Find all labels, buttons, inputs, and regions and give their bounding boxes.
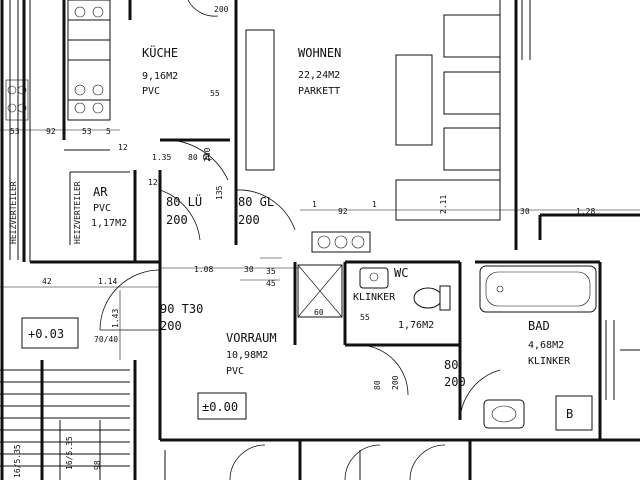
room-floor: KLINKER [353, 292, 396, 303]
dimension: 55 [360, 313, 370, 322]
stair-area: 16/5.35 16/5.35 [0, 0, 137, 480]
door-width: 80 GL [188, 153, 212, 162]
room-area: 1,17M2 [91, 218, 127, 229]
doors: 80 GL 200 80 LÜ 200 80 GL 200 90 T30 200… [99, 139, 501, 480]
dimension: 1.28 [576, 207, 595, 216]
door-height: 200 [166, 213, 188, 227]
room-area: 1,76M2 [398, 320, 434, 331]
room-name: AR [93, 185, 108, 199]
room-floor: KLINKER [528, 356, 571, 367]
door-width: 80 GL [238, 195, 274, 209]
level-marker: +0.03 [28, 327, 64, 341]
bathroom: B BAD 4,68M2 KLINKER [479, 265, 640, 431]
room-area: 10,98M2 [226, 350, 268, 361]
dimension: 12 [148, 178, 158, 187]
door-height: 200 [444, 375, 466, 389]
stair-label: 16/5.35 [65, 436, 74, 470]
dimension: 5 [106, 127, 111, 136]
dimension: 1 [372, 200, 377, 209]
dimension: 45 [266, 279, 276, 288]
room-floor: PARKETT [298, 86, 340, 97]
dimension: 92 [46, 127, 56, 136]
dimension: 42 [42, 277, 52, 286]
dimension: 1.14 [98, 277, 117, 286]
kitchen-area: KÜCHE 9,16M2 PVC 200 [62, 0, 230, 151]
dimension: 2.11 [439, 195, 448, 214]
dimension: 98 [93, 460, 102, 470]
dimension: 12 [118, 143, 128, 152]
room-name: VORRAUM [226, 331, 277, 345]
dimension: 135 [215, 185, 224, 200]
dimension: 53 [82, 127, 92, 136]
dimension: 30 [244, 265, 254, 274]
dimension: 55 [210, 89, 220, 98]
ar-room: AR PVC 1,17M2 HEIZVERTEILER HEIZVERTEILE… [9, 171, 130, 245]
level-marker: ±0.00 [202, 400, 238, 414]
wc-room: WC KLINKER 1,76M2 55 [353, 266, 451, 331]
door-width: 80 [444, 358, 458, 372]
heizverteiler-label: HEIZVERTEILER [73, 181, 82, 244]
dimension: 53 [10, 127, 20, 136]
door-height: 200 [203, 147, 212, 162]
door-width: 90 T30 [160, 302, 203, 316]
door-height: 200 [391, 375, 400, 390]
level-left: +0.03 [21, 317, 79, 349]
door-height: 200 [238, 213, 260, 227]
dimension: 30 [520, 207, 530, 216]
dimension: 1.08 [194, 265, 213, 274]
room-area: 4,68M2 [528, 340, 564, 351]
dimension: 60 [314, 308, 324, 317]
dimension: 70/40 [94, 335, 118, 344]
heizverteiler-label: HEIZVERTEILER [9, 181, 18, 244]
door-width: 80 [373, 380, 382, 390]
hallway: VORRAUM 10,98M2 PVC ±0.00 60 [197, 264, 343, 420]
stair-label: 16/5.35 [13, 444, 22, 478]
room-floor: PVC [226, 366, 244, 377]
dimension-lines [0, 129, 640, 360]
room-area: 22,24M2 [298, 70, 340, 81]
door-height: 200 [160, 319, 182, 333]
dimension: 1 [312, 200, 317, 209]
room-floor: PVC [142, 86, 160, 97]
room-name: BAD [528, 319, 550, 333]
dimension: 35 [266, 267, 276, 276]
living-room: WOHNEN 22,24M2 PARKETT [245, 0, 531, 253]
door-height: 200 [214, 5, 229, 14]
room-area: 9,16M2 [142, 71, 178, 82]
dimension: 92 [338, 207, 348, 216]
dimension: 1.35 [152, 153, 171, 162]
dimension-labels: 53 92 53 5 55 1.35 12 12 135 1 92 1 2.11… [10, 89, 595, 470]
room-name: WC [394, 266, 408, 280]
room-floor: PVC [93, 203, 111, 214]
dimension: 1.43 [111, 309, 120, 328]
door-width: 80 LÜ [166, 193, 202, 209]
bath-marker: B [566, 407, 573, 421]
room-name: KÜCHE [142, 44, 178, 60]
room-name: WOHNEN [298, 46, 341, 60]
